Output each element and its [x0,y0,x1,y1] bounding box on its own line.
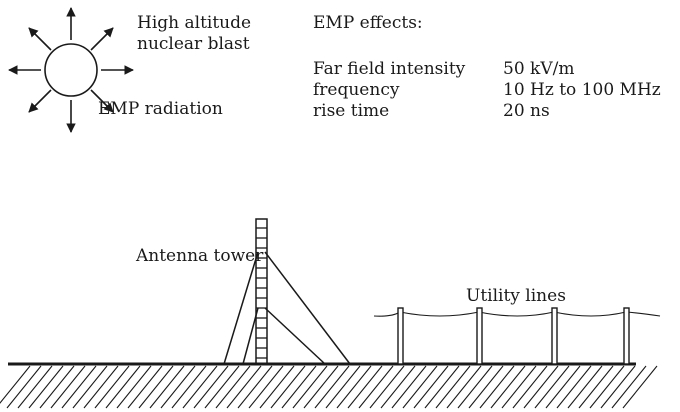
ground-hatching [0,365,658,409]
effects-row: Far field intensity 50 kV/m [313,59,680,80]
hatch-stroke [215,365,251,409]
arrow-up-right [90,27,114,51]
hatch-stroke [39,365,75,409]
emp-radiation-label: EMP radiation [98,99,223,119]
hatch-stroke [501,365,537,409]
nuclear-blast-icon [8,7,134,133]
hatch-stroke [259,365,295,409]
effect-name: Far field intensity [313,59,466,79]
hatch-stroke [545,365,581,409]
emp-radiation-arrows [8,7,134,133]
blast-label-line1: High altitude [137,13,252,33]
hatch-stroke [336,365,372,409]
hatch-stroke [534,365,570,409]
hatch-stroke [622,365,658,409]
hatch-stroke [490,365,526,409]
hatch-stroke [446,365,482,409]
hatch-stroke [358,365,394,409]
blast-label: High altitude nuclear blast [137,13,251,55]
hatch-stroke [204,365,240,409]
antenna-tower [223,218,351,365]
hatch-stroke [171,365,207,409]
hatch-stroke [391,365,427,409]
arrow-down-left [28,89,52,113]
utility-lines-label: Utility lines [466,286,566,306]
antenna-tower-label: Antenna tower [136,246,264,266]
hatch-stroke [138,365,174,409]
hatch-stroke [424,365,460,409]
hatch-stroke [468,365,504,409]
effect-name: frequency [313,80,400,100]
hatch-stroke [237,365,273,409]
hatch-stroke [413,365,449,409]
hatch-stroke [611,365,647,409]
effects-row: rise time 20 ns [313,101,680,122]
hatch-stroke [435,365,471,409]
hatch-stroke [127,365,163,409]
guy-wire-inner-right [264,307,326,365]
hatch-stroke [402,365,438,409]
hatch-stroke [523,365,559,409]
hatch-stroke [6,365,42,409]
effects-row: frequency 10 Hz to 100 MHz [313,80,680,101]
hatch-stroke [160,365,196,409]
hatch-stroke [226,365,262,409]
effect-value: 20 ns [503,101,550,121]
hatch-stroke [61,365,97,409]
hatch-stroke [578,365,614,409]
hatch-stroke [567,365,603,409]
utility-pole [397,307,404,365]
hatch-stroke [589,365,625,409]
hatch-stroke [149,365,185,409]
hatch-stroke [347,365,383,409]
hatch-stroke [457,365,493,409]
hatch-stroke [105,365,141,409]
hatch-stroke [380,365,416,409]
utility-pole [551,307,558,365]
hatch-stroke [479,365,515,409]
utility-pole [476,307,483,365]
hatch-stroke [193,365,229,409]
effect-value: 10 Hz to 100 MHz [503,80,661,100]
hatch-stroke [83,365,119,409]
hatch-stroke [248,365,284,409]
utility-lines [373,307,661,365]
tower-mast [255,218,268,365]
hatch-stroke [72,365,108,409]
utility-pole [623,307,630,365]
hatch-stroke [512,365,548,409]
hatch-stroke [556,365,592,409]
hatch-stroke [600,365,636,409]
tower-rungs [256,227,267,359]
blast-label-line2: nuclear blast [137,34,250,54]
hatch-stroke [17,365,53,409]
utility-poles [397,307,630,365]
hatch-stroke [94,365,130,409]
hatch-stroke [292,365,328,409]
hatch-stroke [325,365,361,409]
guy-wire-outer-right [264,251,351,365]
hatch-stroke [281,365,317,409]
hatch-stroke [303,365,339,409]
hatch-stroke [116,365,152,409]
hatch-stroke [314,365,350,409]
effect-value: 50 kV/m [503,59,575,79]
arrow-down-right [90,89,114,113]
guy-wire-inner-left [242,307,259,365]
guy-wire-outer-left [223,251,259,365]
effect-name: rise time [313,101,390,121]
hatch-stroke [0,365,31,404]
power-line-wire [373,311,661,317]
blast-circle [44,43,98,97]
hatch-stroke [270,365,306,409]
hatch-stroke [50,365,86,409]
hatch-stroke [182,365,218,409]
hatch-stroke [369,365,405,409]
hatch-stroke [28,365,64,409]
effects-title: EMP effects: [313,13,423,33]
arrow-up-left [28,27,52,51]
